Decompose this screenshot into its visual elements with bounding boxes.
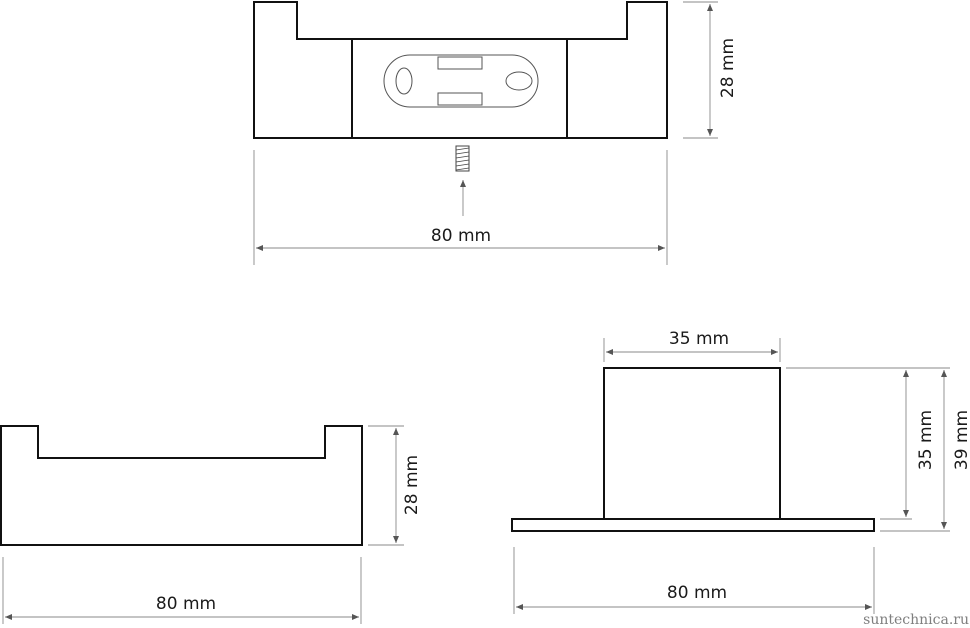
screw-hole-left xyxy=(395,67,413,95)
front-view-outline xyxy=(0,425,363,546)
top-view: 28 mm 80 mm xyxy=(253,1,738,265)
front-view-width-label: 80 mm xyxy=(156,594,216,614)
screw-hole-right xyxy=(505,71,533,91)
side-view-inner-height-label: 35 mm xyxy=(916,410,936,470)
mounting-slot xyxy=(383,54,539,108)
set-screw-icon xyxy=(455,145,470,172)
front-view-height-label: 28 mm xyxy=(402,455,422,515)
top-view-height-label: 28 mm xyxy=(718,38,738,98)
side-view-outer-height-label: 39 mm xyxy=(952,410,970,470)
mounting-plate xyxy=(351,38,568,139)
slot-tab-bottom xyxy=(437,92,483,106)
side-view-base xyxy=(511,518,875,532)
side-view: 35 mm 35 mm 39 mm 80 mm xyxy=(511,329,970,614)
top-view-width-label: 80 mm xyxy=(431,226,491,246)
side-view-body xyxy=(603,367,781,521)
side-view-width-label: 80 mm xyxy=(667,583,727,603)
slot-tab-top xyxy=(437,56,483,70)
front-view: 28 mm 80 mm xyxy=(0,425,422,624)
side-view-top-width-label: 35 mm xyxy=(669,329,729,349)
watermark-text: suntechnica.ru xyxy=(863,612,969,628)
